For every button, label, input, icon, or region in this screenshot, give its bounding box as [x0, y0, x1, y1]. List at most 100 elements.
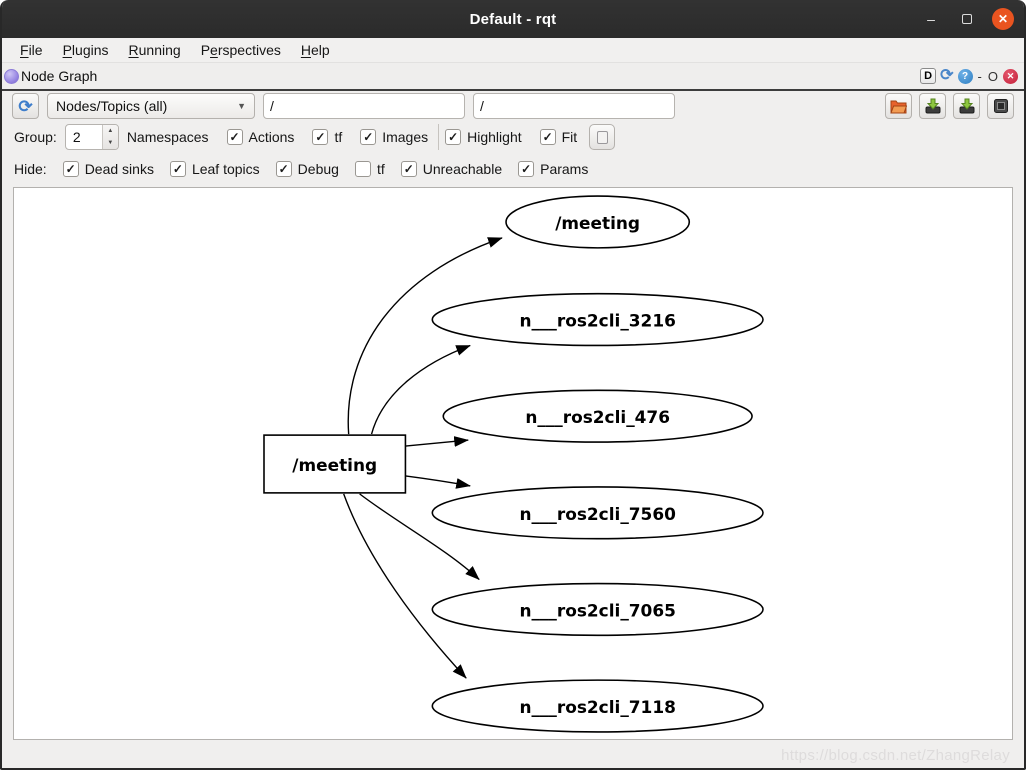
graph-toolbar: ⟳ Nodes/Topics (all) ▼ — [2, 91, 1024, 121]
refresh-icon: ⟳ — [18, 96, 33, 116]
window-titlebar[interactable]: Default - rqt – ✕ — [2, 0, 1024, 38]
edge-to-ros2cli-7560 — [405, 475, 471, 489]
menu-file[interactable]: File — [20, 42, 43, 58]
save-image-button[interactable] — [953, 93, 980, 119]
save-dot-button[interactable] — [919, 93, 946, 119]
graph-node-ros2cli-7065-label: n___ros2cli_7065 — [519, 600, 675, 620]
hide-label: Hide: — [14, 161, 47, 177]
graph-node-ros2cli-3216 — [431, 292, 764, 347]
refresh-graph-button[interactable]: ⟳ — [12, 93, 39, 119]
checkbox-unreachable[interactable]: Unreachable — [400, 161, 502, 177]
graph-node-ros2cli-476-label: n___ros2cli_476 — [525, 407, 670, 427]
menu-perspectives[interactable]: Perspectives — [200, 42, 281, 58]
checkbox-params[interactable]: Params — [518, 161, 588, 177]
divider — [438, 124, 440, 150]
checkbox-unreachable-box[interactable] — [400, 161, 417, 177]
checkbox-params-box[interactable] — [518, 161, 535, 177]
restore-icon — [962, 14, 972, 24]
options-row: Group: 2 ▲▼ Namespaces Actions tf Images… — [2, 121, 1024, 153]
checkbox-highlight[interactable]: Highlight — [445, 129, 522, 145]
graph-node-ros2cli-476 — [442, 389, 753, 443]
edge-to-ros2cli-3216 — [370, 344, 471, 435]
hide-row: Hide: Dead sinks Leaf topics Debug tf Un… — [2, 153, 1024, 185]
open-folder-icon — [890, 100, 907, 113]
close-button[interactable]: ✕ — [992, 8, 1014, 30]
dock-buttons: D ⟳ ? - O ✕ — [920, 68, 1024, 84]
graph-node-meeting-box — [263, 434, 407, 494]
checkbox-hide-tf[interactable]: tf — [354, 161, 385, 177]
edge-to-ros2cli-7065 — [359, 493, 480, 581]
checkbox-debug[interactable]: Debug — [275, 161, 339, 177]
namespaces-label: Namespaces — [126, 129, 209, 145]
plugin-title: Node Graph — [21, 68, 98, 84]
group-spinbox[interactable]: 2 ▲▼ — [64, 124, 119, 150]
minimize-button[interactable]: – — [927, 11, 935, 27]
save-dot-icon — [925, 98, 940, 114]
checkbox-leaf-topics-box[interactable] — [169, 161, 186, 177]
checkbox-images-box[interactable] — [360, 129, 377, 145]
graph-canvas[interactable]: /meeting /meeting n___ros2cli_3216 n___r… — [13, 187, 1013, 740]
screen-icon — [993, 99, 1008, 113]
checkbox-leaf-topics[interactable]: Leaf topics — [169, 161, 260, 177]
node-graph-svg[interactable]: /meeting /meeting n___ros2cli_3216 n___r… — [14, 188, 1012, 739]
checkbox-actions[interactable]: Actions — [226, 129, 294, 145]
checkbox-debug-box[interactable] — [275, 161, 292, 177]
load-dot-button[interactable] — [885, 93, 912, 119]
checkbox-highlight-box[interactable] — [445, 129, 462, 145]
spin-up-icon[interactable]: ▲ — [107, 128, 114, 134]
dock-d-button[interactable]: D — [920, 68, 937, 84]
checkbox-fit-box[interactable] — [539, 129, 556, 145]
spinner-arrows[interactable]: ▲▼ — [101, 125, 118, 149]
dock-float-button[interactable]: O — [987, 68, 998, 84]
menubar: File Plugins Running Perspectives Help — [2, 38, 1024, 63]
edge-to-ros2cli-7118 — [343, 493, 467, 679]
topic-filter-input[interactable] — [473, 93, 675, 119]
graph-node-meeting-ellipse — [505, 195, 691, 249]
group-label: Group: — [14, 129, 57, 145]
checkbox-tf-group[interactable]: tf — [312, 129, 342, 145]
watermark-text: https://blog.csdn.net/ZhangRelay — [781, 746, 1010, 764]
menu-plugins[interactable]: Plugins — [62, 42, 109, 58]
graph-node-meeting-ellipse-label: /meeting — [555, 213, 640, 233]
plugin-titlebar[interactable]: Node Graph D ⟳ ? - O ✕ — [2, 63, 1024, 89]
graph-type-combobox[interactable]: Nodes/Topics (all) ▼ — [47, 93, 255, 119]
file-buttons — [885, 93, 1014, 119]
graph-node-ros2cli-7118 — [431, 679, 764, 733]
graph-node-meeting-box-label: /meeting — [292, 455, 377, 475]
graph-node-ros2cli-7560-label: n___ros2cli_7560 — [519, 504, 675, 524]
screenshot-button[interactable] — [987, 93, 1014, 119]
group-value: 2 — [72, 129, 81, 145]
checkbox-dead-sinks-box[interactable] — [62, 161, 79, 177]
graph-node-ros2cli-7118-label: n___ros2cli_7118 — [519, 697, 675, 717]
window-controls: – ✕ — [920, 0, 1014, 38]
chevron-down-icon: ▼ — [237, 101, 246, 111]
edge-to-meeting-topic — [347, 237, 503, 435]
graph-type-value: Nodes/Topics (all) — [56, 98, 168, 114]
node-graph-icon — [4, 68, 19, 84]
checkbox-fit[interactable]: Fit — [539, 129, 577, 145]
fit-in-view-button[interactable] — [589, 124, 616, 150]
reload-plugin-icon[interactable]: ⟳ — [940, 67, 954, 84]
divider — [2, 89, 1024, 91]
plugin-help-icon[interactable]: ? — [957, 68, 973, 84]
checkbox-hide-tf-box[interactable] — [354, 161, 371, 177]
fit-icon — [596, 130, 608, 144]
save-image-icon — [959, 98, 974, 114]
footer: https://blog.csdn.net/ZhangRelay — [2, 740, 1024, 768]
graph-node-ros2cli-3216-label: n___ros2cli_3216 — [519, 311, 675, 331]
checkbox-images[interactable]: Images — [360, 129, 428, 145]
edge-to-ros2cli-476 — [405, 436, 469, 447]
dock-collapse-button[interactable]: - — [977, 68, 982, 84]
node-filter-input[interactable] — [263, 93, 465, 119]
checkbox-dead-sinks[interactable]: Dead sinks — [62, 161, 154, 177]
plugin-close-button[interactable]: ✕ — [1003, 68, 1018, 84]
spin-down-icon[interactable]: ▼ — [107, 140, 114, 146]
checkbox-tf-group-box[interactable] — [312, 129, 329, 145]
graph-node-ros2cli-7065 — [431, 582, 764, 637]
menu-running[interactable]: Running — [128, 42, 181, 58]
checkbox-actions-box[interactable] — [226, 129, 243, 145]
menu-help[interactable]: Help — [300, 42, 330, 58]
restore-button[interactable] — [956, 8, 978, 30]
window-title: Default - rqt — [469, 10, 557, 28]
